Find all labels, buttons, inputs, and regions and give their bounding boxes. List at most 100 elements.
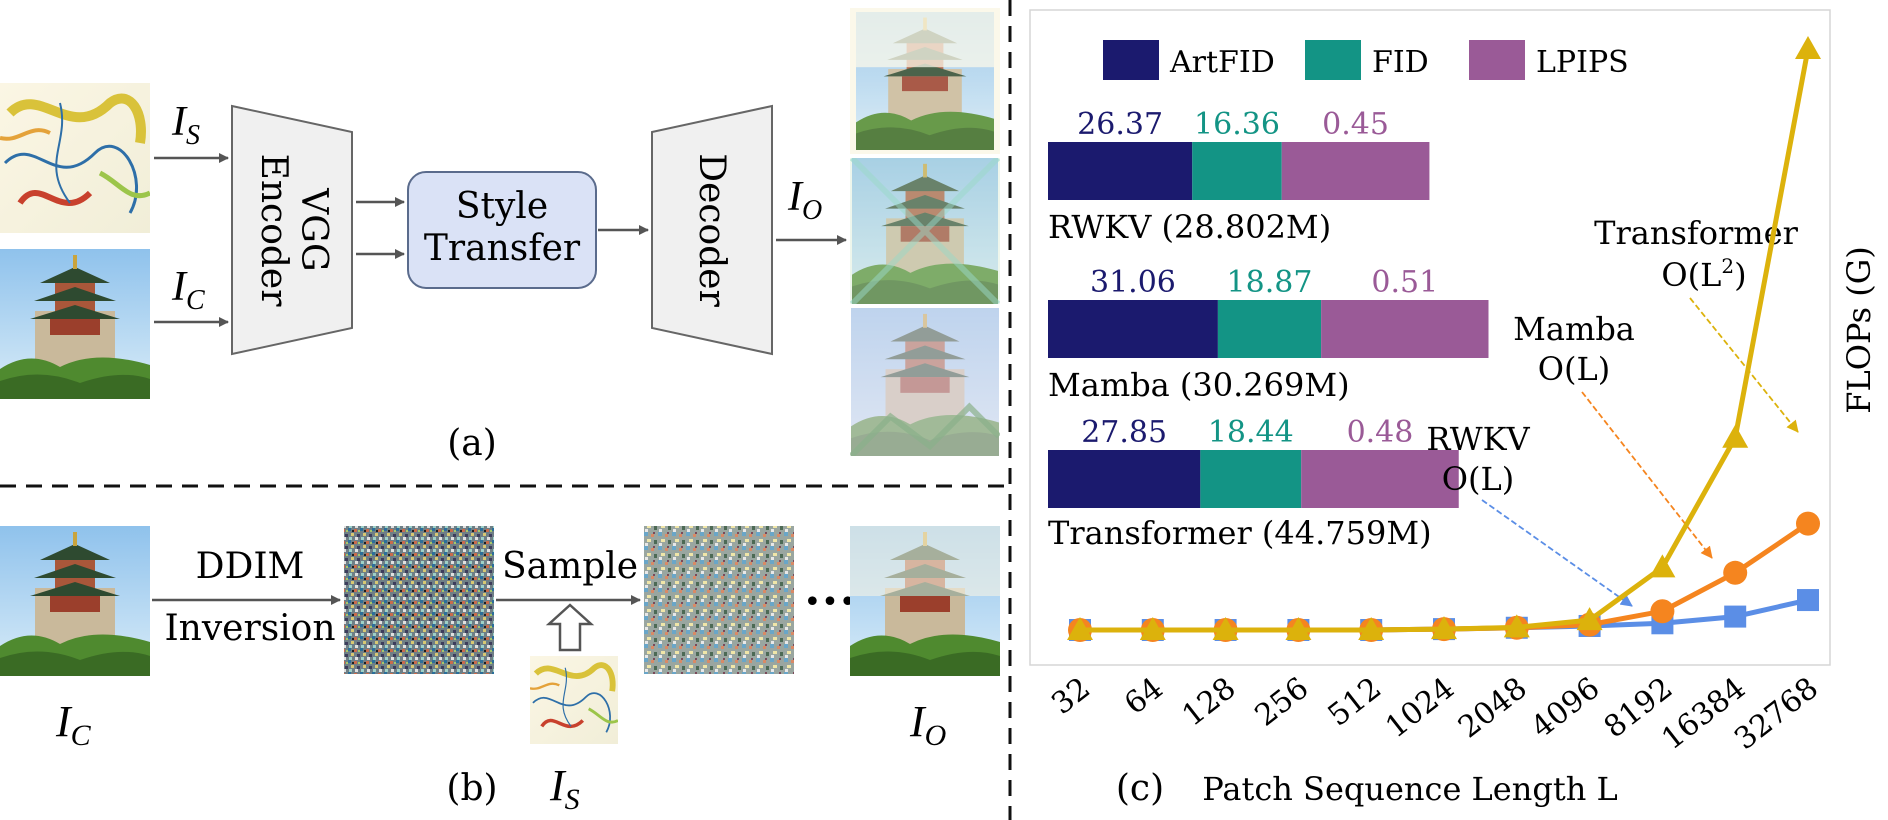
bar-label-mamba: Mamba (30.269M)	[1048, 366, 1350, 404]
x-tick-label: 16384	[1655, 671, 1752, 757]
metric-bars: 26.37 16.36 0.45 RWKV (28.802M) 31.06 18…	[1048, 107, 1489, 552]
decoder-label: Decoder	[691, 153, 732, 307]
x-tick-label: 32768	[1728, 671, 1825, 757]
ddim-label-1: DDIM	[196, 546, 305, 587]
ddim-label-2: Inversion	[164, 608, 335, 649]
bar-label-transformer: Transformer (44.759M)	[1048, 514, 1432, 552]
bar-value-transformer-lpips: 0.48	[1347, 415, 1414, 450]
annotation-rwkv-1: RWKV	[1426, 420, 1530, 458]
data-point-transformer	[1503, 614, 1530, 638]
bar-value-mamba-fid: 18.87	[1227, 265, 1313, 300]
content-image-b	[0, 526, 150, 676]
content-label-b: IC	[55, 697, 92, 752]
x-tick-label: 128	[1176, 671, 1243, 734]
legend-swatch-lpips	[1469, 40, 1525, 80]
data-point-transformer	[1285, 617, 1312, 640]
legend-label-artfid: ArtFID	[1169, 45, 1275, 80]
ellipsis: •••	[803, 585, 856, 620]
bar-value-rwkv-lpips: 0.45	[1322, 107, 1389, 142]
svg-text:Decoder: Decoder	[691, 153, 732, 307]
x-axis-label: Patch Sequence Length L	[1202, 770, 1617, 808]
data-point-transformer	[1358, 617, 1385, 640]
data-point-mamba	[1650, 599, 1675, 624]
bar-transformer-artfid	[1048, 450, 1201, 508]
data-point-transformer	[1795, 35, 1821, 59]
annotation-rwkv-2: O(L)	[1442, 460, 1514, 498]
annotation-arrow-transformer	[1689, 297, 1799, 433]
annotation-mamba-1: Mamba	[1513, 310, 1635, 348]
annotation-mamba-2: O(L)	[1538, 350, 1610, 388]
bar-mamba-fid	[1217, 300, 1322, 358]
annotation-arrow-rwkv	[1481, 499, 1633, 607]
decoder-block	[651, 104, 773, 356]
annotation-transformer-2: O(L2)	[1661, 254, 1746, 294]
bar-label-rwkv: RWKV (28.802M)	[1048, 208, 1331, 246]
data-point-transformer	[1431, 616, 1457, 640]
panel-b: IC DDIM Inversion Sample IS ••• IO (b)	[0, 526, 1000, 816]
bar-rwkv-fid	[1192, 142, 1282, 200]
bar-value-transformer-fid: 18.44	[1208, 415, 1294, 450]
svg-text:VGG: VGG	[293, 187, 334, 272]
data-point-transformer	[1212, 617, 1239, 640]
bar-rwkv-lpips	[1281, 142, 1430, 200]
x-tick-label: 2048	[1452, 671, 1534, 746]
data-point-transformer	[1139, 617, 1166, 640]
bar-rwkv-artfid	[1048, 142, 1193, 200]
style-condition-arrow	[545, 603, 595, 652]
panel-a-caption: (a)	[447, 423, 497, 464]
x-tick-label: 4096	[1525, 671, 1607, 746]
vgg-encoder-label: VGG Encoder	[253, 154, 334, 308]
data-point-rwkv	[1724, 605, 1747, 628]
data-point-transformer	[1649, 554, 1676, 578]
bar-value-rwkv-fid: 16.36	[1194, 107, 1280, 142]
bar-value-mamba-lpips: 0.51	[1371, 265, 1438, 300]
bar-value-rwkv-artfid: 26.37	[1077, 107, 1163, 142]
flops-series	[1067, 35, 1821, 642]
output-label: IO	[787, 174, 822, 226]
x-tick-label: 512	[1321, 671, 1388, 734]
style-transfer-label-1: Style	[456, 186, 548, 227]
partially-denoised-latent	[644, 526, 794, 674]
x-tick-label: 256	[1249, 671, 1316, 734]
bar-mamba-artfid	[1048, 300, 1218, 358]
stylized-output-2	[850, 158, 1000, 304]
output-label-b: IO	[909, 697, 946, 752]
legend-swatch-artfid	[1103, 40, 1159, 80]
data-point-rwkv	[1797, 589, 1819, 612]
y-axis-label: FLOPs (G)	[1840, 246, 1878, 413]
style-label-b: IS	[549, 761, 580, 816]
bar-value-transformer-artfid: 27.85	[1081, 415, 1167, 450]
style-input-label: IS	[171, 99, 200, 151]
stylized-output-1	[850, 8, 1000, 154]
annotation-transformer-1: Transformer	[1594, 214, 1798, 252]
style-image-b	[530, 656, 618, 744]
content-image	[0, 249, 150, 399]
sample-label: Sample	[502, 546, 638, 587]
style-image	[0, 83, 150, 233]
bar-transformer-lpips	[1301, 450, 1459, 508]
data-point-mamba	[1723, 560, 1748, 585]
vgg-encoder-block	[231, 104, 353, 356]
annotation-arrow-mamba	[1581, 391, 1713, 559]
data-point-mamba	[1796, 511, 1820, 536]
bar-mamba-lpips	[1321, 300, 1489, 358]
plot-frame	[1029, 9, 1831, 666]
svg-text:Encoder: Encoder	[253, 154, 294, 308]
legend-swatch-fid	[1305, 40, 1361, 80]
x-tick-label: 64	[1118, 671, 1170, 722]
data-point-transformer	[1576, 607, 1603, 631]
bar-value-mamba-artfid: 31.06	[1090, 265, 1176, 300]
legend-label-lpips: LPIPS	[1536, 45, 1629, 80]
stylized-output-3	[850, 308, 1000, 456]
panel-c: ArtFID FID LPIPS 26.37 16.36 0.45 RWKV (…	[1029, 9, 1878, 809]
panel-c-caption: (c)	[1116, 768, 1164, 809]
final-output-b	[850, 526, 1000, 676]
noise-latent	[344, 526, 494, 674]
data-point-transformer	[1067, 617, 1093, 640]
panel-a: IS IC VGG Encoder Style Transfer Decoder…	[0, 8, 1000, 464]
x-tick-label: 32	[1045, 671, 1097, 722]
content-input-label: IC	[171, 264, 205, 316]
style-transfer-block	[407, 171, 597, 289]
